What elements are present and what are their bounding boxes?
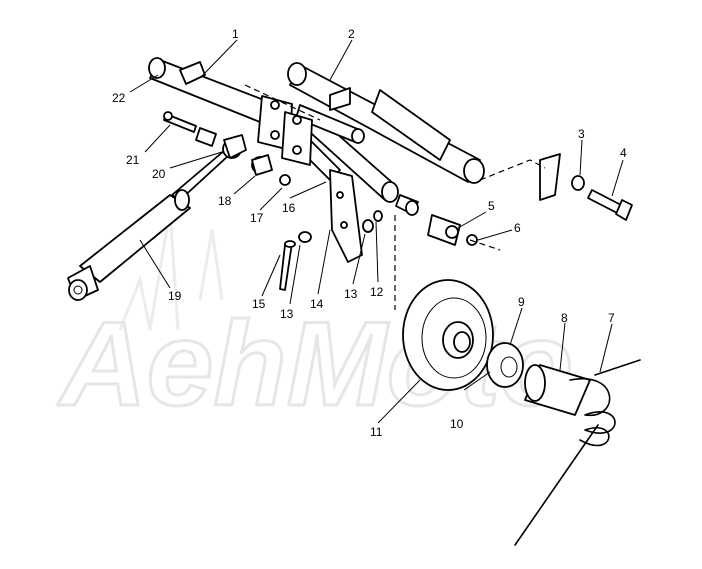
callout-9: 9 xyxy=(518,295,525,309)
callout-1: 1 xyxy=(232,27,239,41)
callout-21: 21 xyxy=(126,153,140,167)
idler-wheel-assembly xyxy=(402,279,641,546)
callout-3: 3 xyxy=(578,127,585,141)
leader-lines xyxy=(129,39,624,424)
callout-14: 14 xyxy=(310,297,324,311)
callout-6: 6 xyxy=(514,221,521,235)
callout-2: 2 xyxy=(348,27,355,41)
callout-10: 10 xyxy=(450,417,464,431)
callout-22: 22 xyxy=(112,91,126,105)
callout-19: 19 xyxy=(168,289,182,303)
callout-15: 15 xyxy=(252,297,266,311)
callout-16: 16 xyxy=(282,201,296,215)
callout-12: 12 xyxy=(370,285,384,299)
callout-7: 7 xyxy=(608,311,615,325)
callout-20: 20 xyxy=(152,167,166,181)
hardware xyxy=(163,111,633,291)
shock-absorber xyxy=(67,134,247,301)
bracket-plates xyxy=(257,95,363,263)
callout-8: 8 xyxy=(561,311,568,325)
callout-17: 17 xyxy=(250,211,264,225)
callout-13-lower: 13 xyxy=(280,307,294,321)
callout-labels: 1 2 3 4 5 6 7 8 9 10 11 12 13 13 14 15 1… xyxy=(112,27,627,439)
callout-5: 5 xyxy=(488,199,495,213)
assembly-lines xyxy=(244,84,546,310)
callout-11: 11 xyxy=(370,425,383,439)
callout-18: 18 xyxy=(218,194,232,208)
callout-13-upper: 13 xyxy=(344,287,358,301)
callout-4: 4 xyxy=(620,146,627,160)
